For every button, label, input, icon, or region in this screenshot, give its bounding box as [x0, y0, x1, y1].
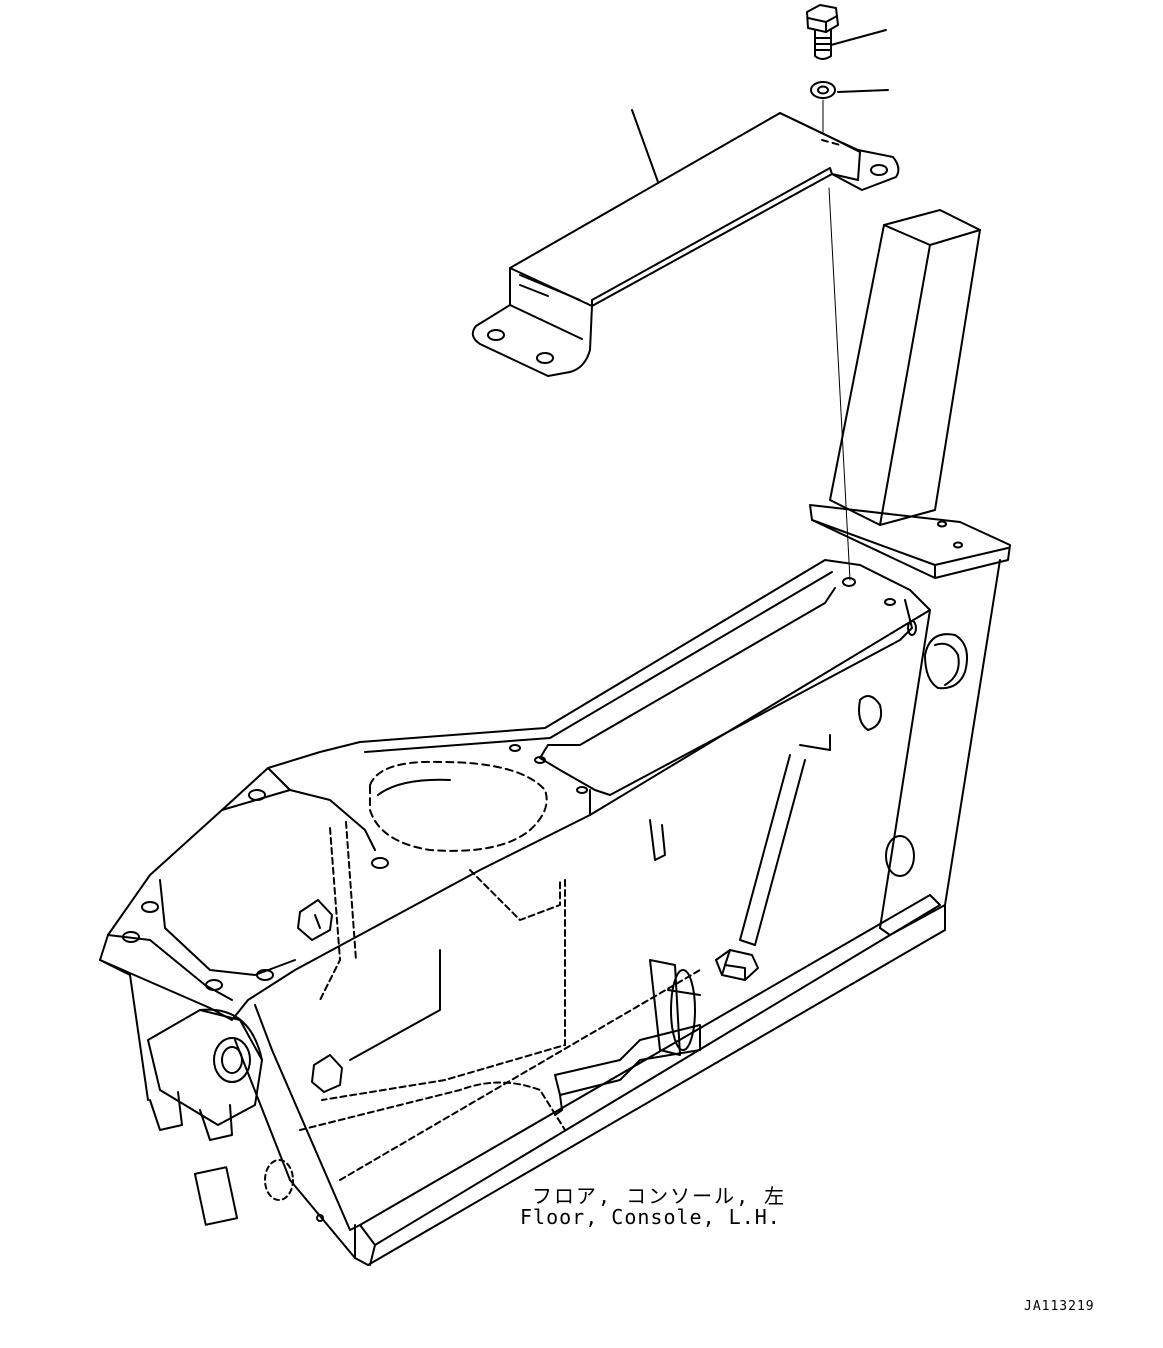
- assembly-centerline: [822, 99, 851, 581]
- washer-leader-line: [837, 89, 889, 93]
- caption-japanese: フロア, コンソール, 左: [532, 1184, 787, 1208]
- drawing-number: JA113219: [1024, 1299, 1095, 1314]
- washer: [810, 81, 836, 99]
- caption-english: Floor, Console, L.H.: [520, 1205, 781, 1229]
- bracket: [471, 112, 900, 377]
- bolt-leader-line: [830, 29, 887, 46]
- bracket-leader-line: [631, 109, 659, 183]
- console-frame: [99, 209, 1011, 1266]
- bolt: [806, 4, 839, 60]
